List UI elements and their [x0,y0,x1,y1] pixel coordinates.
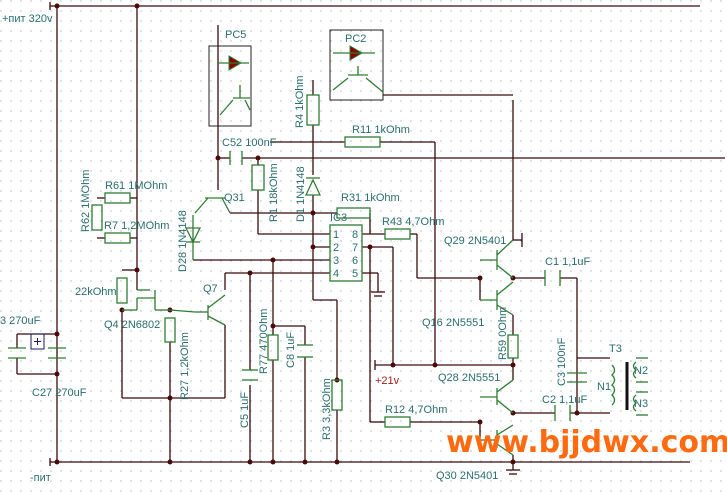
c27-label: C27 270uF [32,387,87,399]
d28-label: D28 1N4148 [177,210,189,272]
watermark: www.bjjdwx.com [446,425,727,460]
r4-label: R4 1kOhm [294,75,306,128]
diodes [184,177,322,260]
junctions [54,3,580,465]
resistors [91,94,519,428]
q4-label: Q4 2N6802 [104,319,160,331]
c3-label: C3 100nF [556,337,568,386]
aux-rail-label: +21v [375,375,400,387]
c-left-label: 3 270uF [0,315,41,327]
transformer-t3 [611,357,648,416]
r62-label: R62 1MOhm [80,170,92,232]
pc5-label: PC5 [225,29,246,41]
optocoupler-pc2 [329,29,384,101]
ic-pin-8: 8 [352,229,358,241]
r3-label: R3 3,3kOhm [321,378,333,440]
r27-label: R27 1,2kOhm [179,332,191,400]
ic-pin-2: 2 [333,242,339,254]
positive-rail-label: +пит 320v [2,13,53,25]
ic-pin-4: 4 [333,268,339,280]
ic3-label: IC3 [330,212,347,224]
r22k-label: 22kOhm [75,286,117,298]
optocoupler-pc5 [208,45,252,127]
ic-pin-1: 1 [333,229,339,241]
transistors [122,197,514,456]
r59-label: R59 0Ohm [497,307,509,360]
r61-label: R61 1MOhm [105,180,167,192]
capacitors [8,151,587,421]
negative-rail-label: -пит [30,472,51,484]
q30-label: Q30 2N5401 [436,470,498,482]
c1-label: C1 1,1uF [545,256,591,268]
q28-label: Q28 2N5551 [438,372,500,384]
q16-label: Q16 2N5551 [422,317,484,329]
r11-label: R11 1kOhm [352,124,410,136]
polarity-plus-icon [30,333,45,350]
ic3-chip: 1 2 3 4 8 7 6 5 [329,224,363,282]
n3-label: N3 [634,398,648,410]
ic-pin-6: 6 [352,255,358,267]
ic-pin-3: 3 [333,255,339,267]
ic-pin-7: 7 [352,242,358,254]
n1-label: N1 [597,381,611,393]
q29-label: Q29 2N5401 [444,235,506,247]
r1-label: R1 18kOhm [268,163,280,222]
r77-label: R77 470Ohm [258,309,270,374]
c5-label: C5 1uF [239,392,251,428]
r43-label: R43 4,7Ohm [382,216,444,228]
ground-symbols [371,233,523,475]
pc2-label: PC2 [345,33,366,45]
labels: +пит 320v -пит +21v PC5 PC2 R4 1kOhm R11… [0,13,648,484]
ic-pin-5: 5 [352,268,358,280]
q7-label: Q7 [203,283,218,295]
c52-label: C52 100nF [222,137,277,149]
r7-label: R7 1,2MOhm [104,220,169,232]
n2-label: N2 [634,365,648,377]
c8-label: C8 1uF [285,332,297,368]
r12-label: R12 4,7Ohm [385,404,447,416]
d1-label: D1 1N4148 [295,166,307,222]
c2-label: C2 1,1uF [542,394,588,406]
r31-label: R31 1kOhm [341,192,400,204]
q31-label: Q31 [224,192,245,204]
t3-label: T3 [609,343,622,355]
